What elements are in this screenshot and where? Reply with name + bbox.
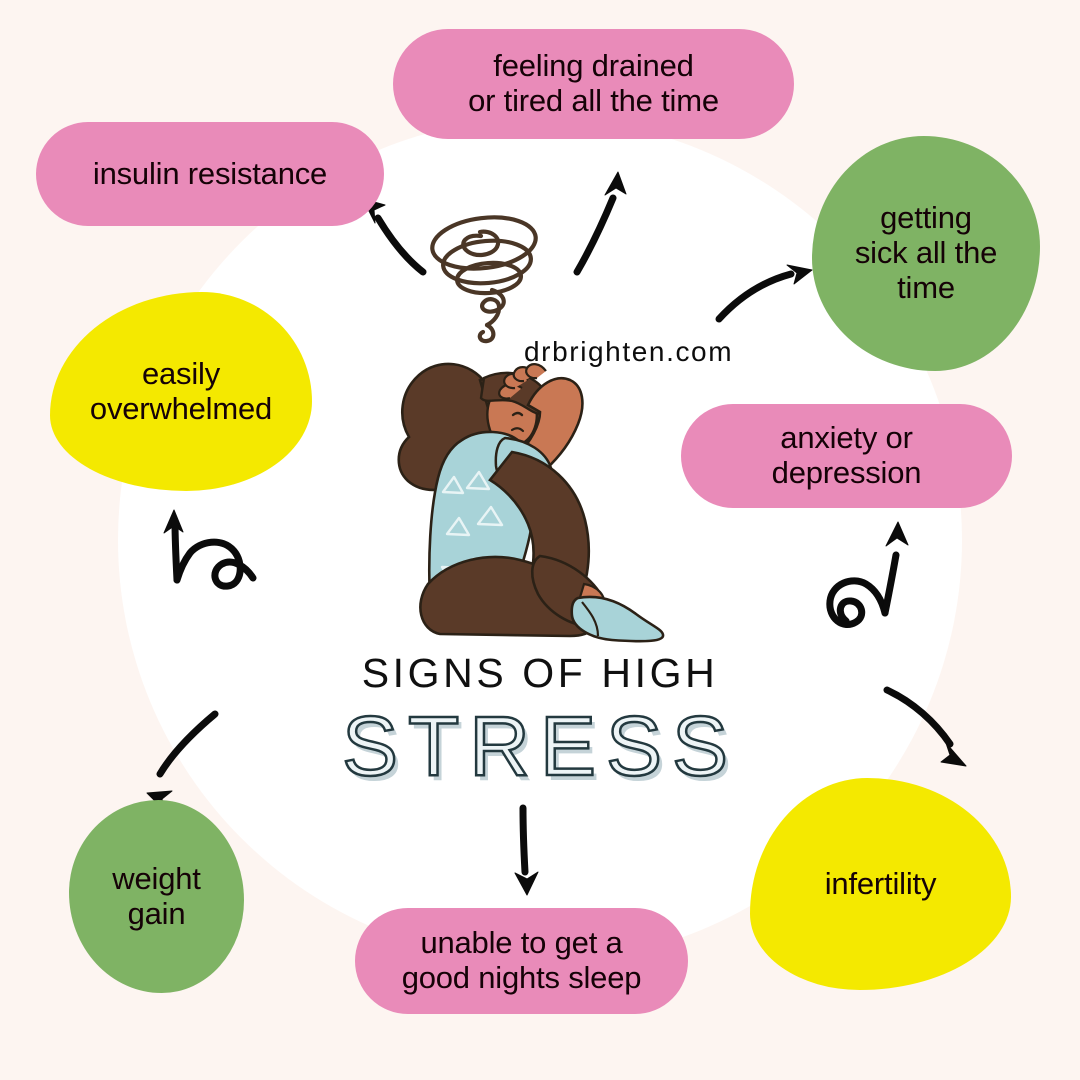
- label-shape-pink: [36, 122, 384, 226]
- website-watermark: drbrighten.com: [524, 336, 734, 367]
- label-shape-yellow: [750, 778, 1011, 990]
- label-shape-pink: [393, 29, 794, 139]
- label-text: infertility: [824, 865, 937, 901]
- label-shape-green: [812, 136, 1040, 371]
- label-shape-pink: [355, 908, 688, 1014]
- label-text: easily overwhelmed: [89, 355, 273, 426]
- label-text: feeling drained or tired all the time: [468, 48, 719, 118]
- page-title-line1: SIGNS OF HIGH: [361, 650, 719, 696]
- label-infertility[interactable]: infertility: [750, 778, 1011, 990]
- label-text: anxiety or depression: [771, 420, 922, 490]
- label-getting-sick[interactable]: getting sick all the time: [812, 136, 1040, 371]
- label-weight-gain[interactable]: weight gain: [69, 800, 244, 993]
- label-easily-overwhelmed[interactable]: easily overwhelmed: [50, 292, 312, 491]
- label-sleep[interactable]: unable to get a good nights sleep: [355, 908, 688, 1014]
- label-text: unable to get a good nights sleep: [401, 925, 642, 995]
- label-text: weight gain: [112, 860, 201, 931]
- label-insulin-resistance[interactable]: insulin resistance: [36, 122, 384, 226]
- label-shape-green: [69, 800, 244, 993]
- label-feeling-drained[interactable]: feeling drained or tired all the time: [393, 29, 794, 139]
- page-title-line2: STRESS: [341, 698, 739, 795]
- label-anxiety-depression[interactable]: anxiety or depression: [681, 404, 1012, 508]
- label-text: getting sick all the time: [854, 200, 998, 305]
- label-shape-pink: [681, 404, 1012, 508]
- label-text: insulin resistance: [92, 155, 328, 191]
